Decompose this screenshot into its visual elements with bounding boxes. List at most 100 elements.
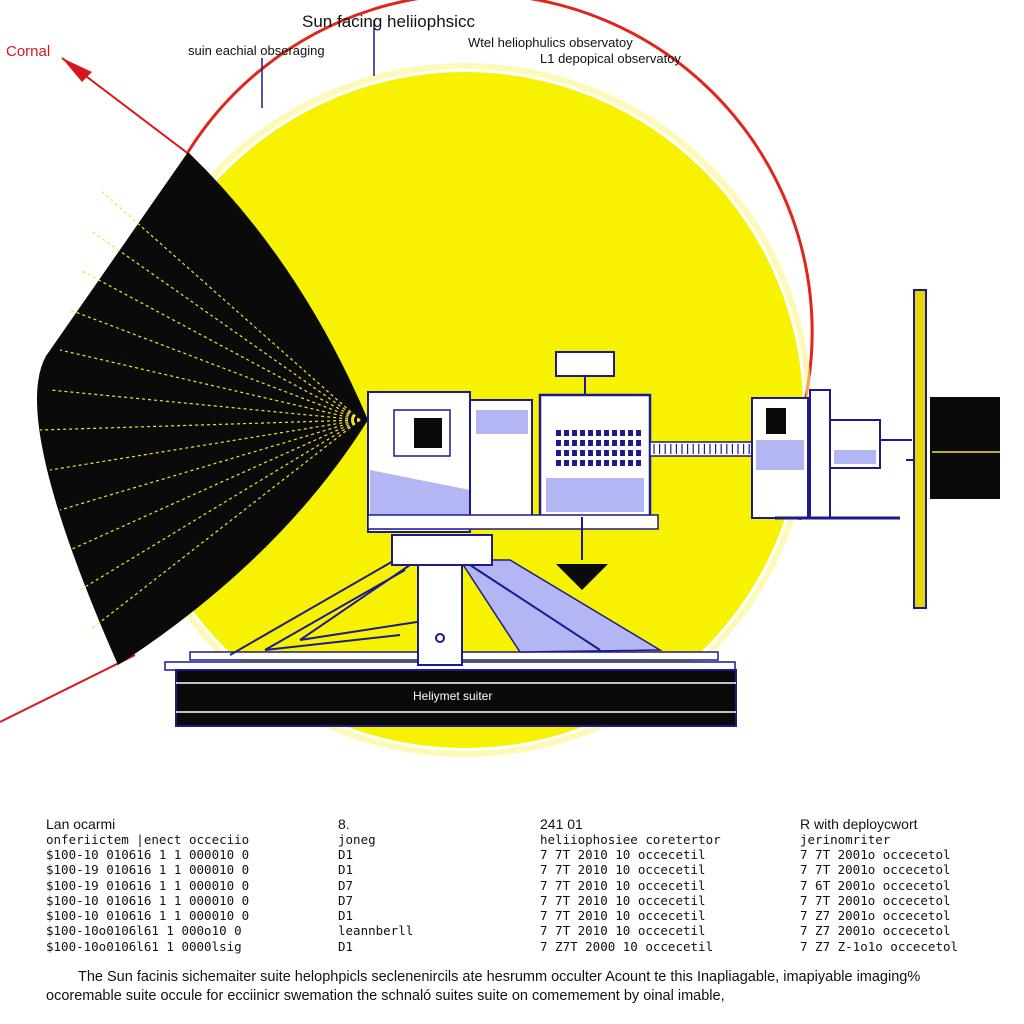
instrument-window — [414, 418, 442, 448]
vent-slot — [604, 430, 609, 436]
table-cell: D1 — [338, 938, 354, 954]
vent-slot — [636, 430, 641, 436]
vent-slot — [564, 430, 569, 436]
column-subheader: onferiictem |enect occeciio — [46, 832, 250, 847]
vent-slot — [572, 440, 577, 446]
table-column-4: R with deploycwort jerinomriter 7 7T 200… — [800, 816, 958, 954]
vent-slot — [612, 430, 617, 436]
fan-ray — [99, 189, 361, 421]
vent-slot — [628, 460, 633, 466]
column-header: 8. — [338, 816, 350, 832]
vent-slot — [620, 430, 625, 436]
footer-caption: The Sun facinis sichemaiter suite heloph… — [46, 968, 1006, 1006]
vent-slot — [580, 450, 585, 456]
table-cell: 7 Z7T 2000 10 occecetil — [540, 938, 714, 954]
down-arrow-icon — [556, 564, 608, 590]
vent-slot — [636, 460, 641, 466]
table-cell: 7 Z7 2001o occecetol — [800, 908, 951, 924]
vent-slot — [556, 460, 561, 466]
vent-slot — [556, 430, 561, 436]
vent-slot — [572, 430, 577, 436]
sun-rim — [186, 0, 814, 521]
vent-slot — [628, 450, 633, 456]
table-cell: $100-19 010616 1 1 000010 0 — [46, 862, 250, 878]
table-cell: $100-10 010616 1 1 000010 0 — [46, 847, 250, 862]
footer-line-2: ocoremable suite occule for ecciinicr sw… — [46, 988, 725, 1004]
vent-slot — [620, 460, 625, 466]
table-cell: 7 6T 2001o occecetol — [800, 877, 951, 893]
column-subheader: heliiophosiee coretertor — [540, 832, 721, 847]
table-cell: 7 7T 2010 10 occecetil — [540, 892, 706, 908]
coronal-arrowhead — [62, 58, 92, 82]
vent-slot — [588, 460, 593, 466]
boom-teeth — [653, 444, 750, 454]
vent-slot — [580, 460, 585, 466]
fan-ray — [69, 309, 361, 421]
table-column-2: 8. joneg D1 D1 D7 D7 D1 leannberll D1 — [338, 816, 413, 954]
table-cell: D7 — [338, 892, 354, 908]
fan-ray — [89, 229, 361, 421]
table-cell: leannberll — [338, 923, 414, 939]
vent-slot — [604, 460, 609, 466]
column-subheader: joneg — [338, 832, 376, 847]
table-cell: $100-10o0106l61 1 000o10 0 — [46, 923, 242, 939]
mid-shade — [476, 410, 528, 434]
table-cell: 7 7T 2010 10 occecetil — [540, 908, 706, 924]
vent-slot — [580, 440, 585, 446]
coronal-ray-lower — [0, 654, 136, 723]
fan-ray — [69, 419, 361, 551]
table-column-3: 241 01 heliiophosiee coretertor 7 7T 201… — [540, 816, 721, 954]
vent-slot — [564, 460, 569, 466]
table-cell: $100-10 010616 1 1 000010 0 — [46, 892, 250, 908]
instrument-window-frame — [393, 409, 451, 457]
table-cell: $100-10 010616 1 1 000010 0 — [46, 908, 250, 924]
column-header: Lan ocarmi — [46, 816, 116, 832]
top-module — [555, 351, 615, 377]
table-cell: 7 Z7 2001o occecetol — [800, 923, 951, 939]
table-cell: 7 7T 2001o occecetol — [800, 847, 951, 862]
table-cell: 7 Z7 Z-1o1o occecetol — [800, 938, 959, 954]
vent-slot — [588, 430, 593, 436]
vent-slot — [580, 430, 585, 436]
vent-slot — [636, 450, 641, 456]
annotation-right-2: L1 depopical observatoy — [540, 51, 681, 66]
table-cell: 7 7T 2010 10 occecetil — [540, 877, 706, 893]
fan-ray — [49, 389, 361, 421]
vent-slot — [572, 460, 577, 466]
vent-slot — [628, 440, 633, 446]
vent-slot — [564, 440, 569, 446]
column-header: R with deploycwort — [800, 816, 918, 832]
table-cell: D1 — [338, 862, 354, 878]
table-cell: $100-10o0106l61 1 0000lsig — [46, 938, 242, 954]
vent-grid — [556, 430, 641, 466]
support-truss — [229, 559, 601, 656]
vent-slot — [620, 440, 625, 446]
column-subheader: jerinomriter — [800, 832, 891, 847]
suite-label: Heliymet suiter — [413, 689, 493, 703]
truss-shade — [458, 559, 663, 653]
fan-rays — [39, 189, 361, 631]
coronal-fan — [37, 152, 368, 665]
annotation-left: suin eachial obseraging — [188, 43, 325, 58]
coronal-label: Cornal — [6, 43, 51, 60]
vent-slot — [596, 430, 601, 436]
column-cap — [391, 534, 493, 566]
vent-slot — [636, 440, 641, 446]
vent-slot — [596, 440, 601, 446]
table-cell: 7 7T 2010 10 occecetil — [540, 923, 706, 939]
sensor-lens — [766, 408, 786, 434]
mount-plate — [367, 514, 659, 530]
diagram-title: Sun facing heliiophsicc — [302, 12, 475, 31]
table-cell: 7 7T 2001o occecetol — [800, 892, 951, 908]
vent-slot — [604, 450, 609, 456]
fan-ray — [79, 269, 361, 421]
fan-ray — [49, 419, 361, 471]
vent-slot — [572, 450, 577, 456]
column-header: 241 01 — [540, 816, 583, 832]
vent-slot — [588, 450, 593, 456]
annotation-right-1: Wtel heliophulics observatoy — [468, 35, 633, 50]
vent-slot — [612, 460, 617, 466]
vent-slot — [612, 440, 617, 446]
vent-slot — [596, 450, 601, 456]
